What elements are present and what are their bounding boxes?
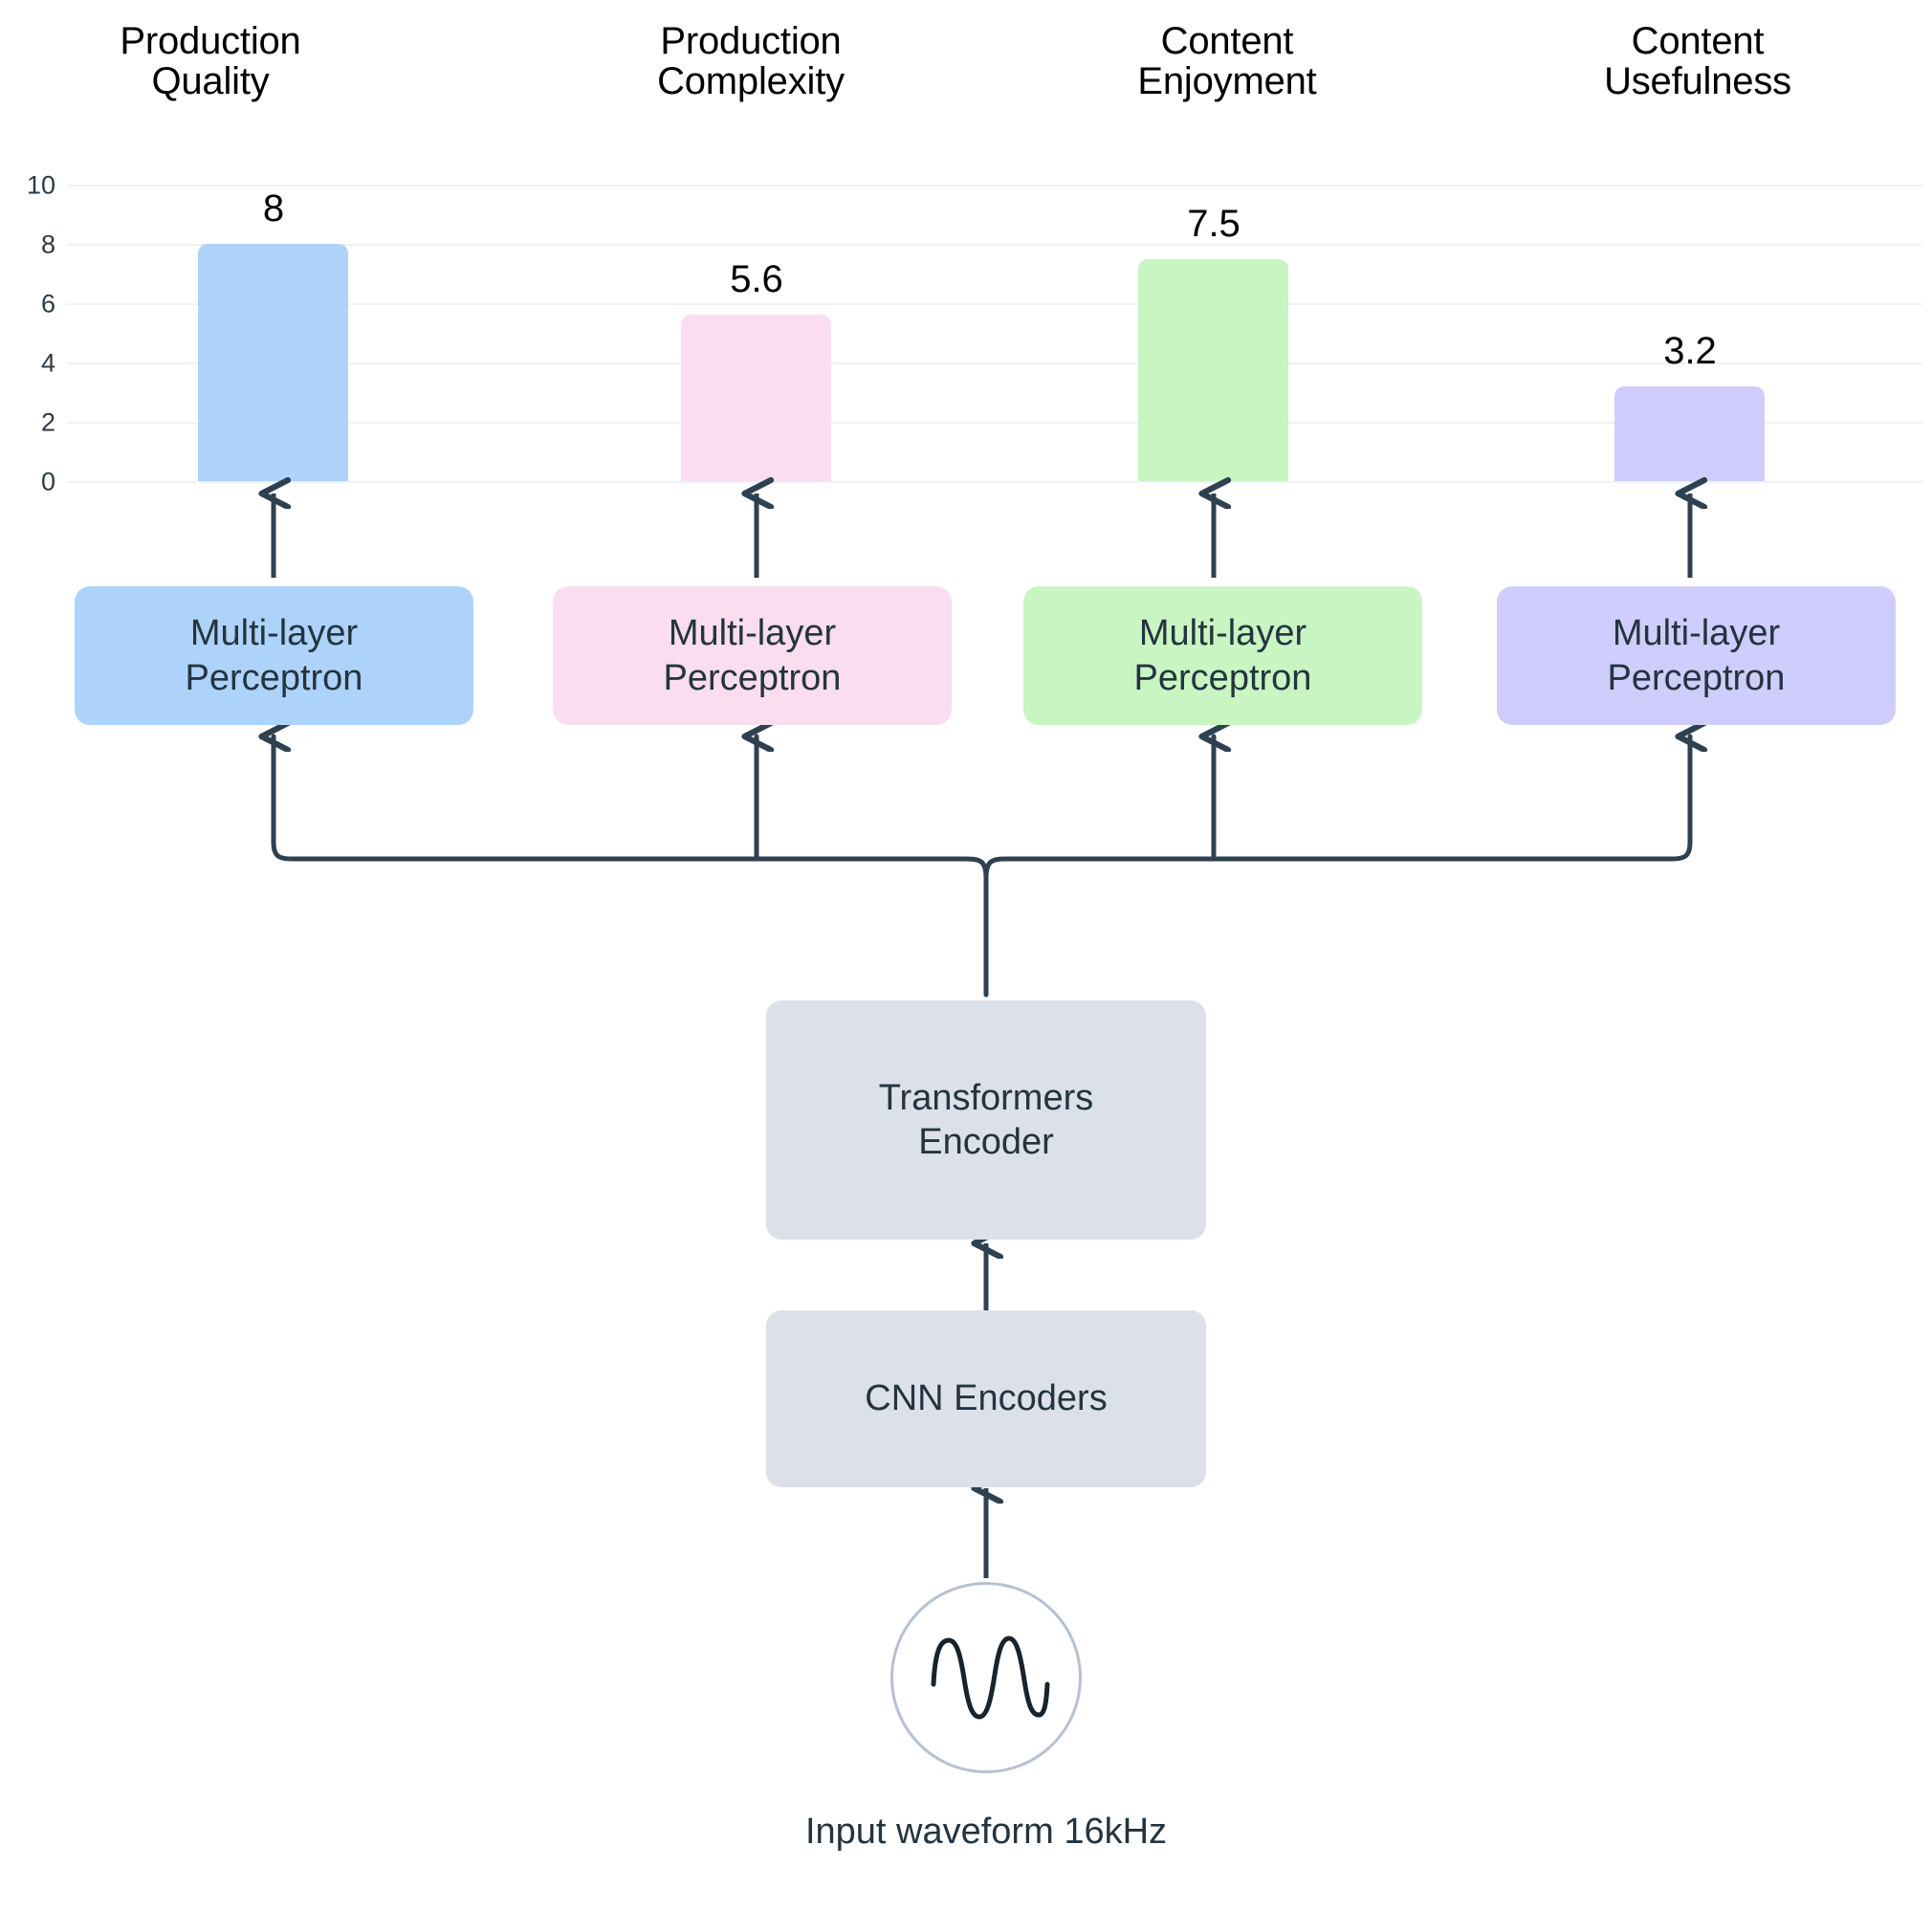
column-header-line1: Content	[1160, 20, 1294, 62]
bar-production-quality[interactable]	[198, 244, 348, 481]
transformer-label-line2: Encoder	[918, 1122, 1054, 1162]
head-label-line2: Perceptron	[185, 657, 363, 698]
transformer-label-line1: Transformers	[878, 1077, 1094, 1118]
column-header-line2: Enjoyment	[1137, 60, 1317, 102]
bar-value-label-content-enjoyment: 7.5	[1187, 202, 1240, 245]
bar-production-complexity[interactable]	[681, 315, 831, 481]
y-axis-tick-4: 4	[40, 348, 55, 378]
gridline-8	[67, 244, 1922, 246]
input-caption-line2: 16kHz	[1064, 1812, 1168, 1852]
gridline-2	[67, 422, 1922, 424]
y-axis-tick-6: 6	[40, 289, 55, 318]
transformer-encoder-box[interactable]: Transformers Encoder	[766, 1000, 1206, 1240]
bar-value-label-production-complexity: 5.6	[730, 258, 783, 301]
column-header-production-complexity: Production Complexity	[569, 21, 933, 101]
head-label-line1: Multi-layer	[189, 613, 359, 654]
gridline-4	[67, 362, 1922, 364]
head-label-line1: Multi-layer	[668, 613, 837, 654]
column-header-line1: Production	[660, 20, 842, 62]
bar-content-usefulness[interactable]	[1614, 385, 1765, 481]
wire-branch-bus-right	[983, 736, 1690, 881]
head-label-line2: Perceptron	[663, 657, 842, 698]
input-waveform-caption: Input waveform 16kHz	[699, 1810, 1273, 1854]
gridline-10	[67, 185, 1922, 187]
column-header-content-usefulness: Content Usefulness	[1516, 21, 1879, 101]
column-header-line1: Content	[1631, 20, 1765, 62]
column-header-line2: Usefulness	[1604, 60, 1791, 102]
cnn-label-line1: CNN Encoders	[865, 1378, 1108, 1419]
gridline-6	[67, 303, 1922, 305]
column-header-production-quality: Production Quality	[29, 21, 392, 101]
bar-content-enjoyment[interactable]	[1138, 258, 1288, 481]
column-header-content-enjoyment: Content Enjoyment	[1045, 21, 1409, 101]
column-header-line2: Quality	[151, 60, 270, 102]
audio-waveform-icon	[931, 1636, 1050, 1720]
head-box-production-quality[interactable]: Multi-layer Perceptron	[75, 586, 473, 725]
y-axis-tick-10: 10	[26, 170, 55, 200]
y-axis-tick-2: 2	[40, 407, 55, 437]
head-label-line2: Perceptron	[1133, 657, 1312, 698]
gridline-0	[67, 481, 1922, 483]
head-label-line1: Multi-layer	[1138, 613, 1307, 654]
y-axis-tick-8: 8	[40, 230, 55, 259]
input-waveform-circle[interactable]	[890, 1582, 1082, 1773]
scores-bar-chart: 10 8 6 4 2 0 8 5.6 7.5 3.2	[0, 143, 1932, 497]
wire-branch-bus	[274, 736, 989, 881]
bar-value-label-production-quality: 8	[262, 187, 285, 230]
y-axis-tick-0: 0	[40, 467, 55, 496]
input-caption-line1: Input waveform	[804, 1812, 1054, 1852]
head-box-production-complexity[interactable]: Multi-layer Perceptron	[553, 586, 952, 725]
column-header-line1: Production	[120, 20, 301, 62]
head-label-line1: Multi-layer	[1612, 613, 1781, 654]
head-label-line2: Perceptron	[1607, 657, 1786, 698]
column-header-line2: Complexity	[657, 60, 845, 102]
head-box-content-usefulness[interactable]: Multi-layer Perceptron	[1497, 586, 1896, 725]
cnn-encoders-box[interactable]: CNN Encoders	[766, 1310, 1206, 1487]
head-box-content-enjoyment[interactable]: Multi-layer Perceptron	[1023, 586, 1422, 725]
bar-value-label-content-usefulness: 3.2	[1663, 329, 1717, 372]
